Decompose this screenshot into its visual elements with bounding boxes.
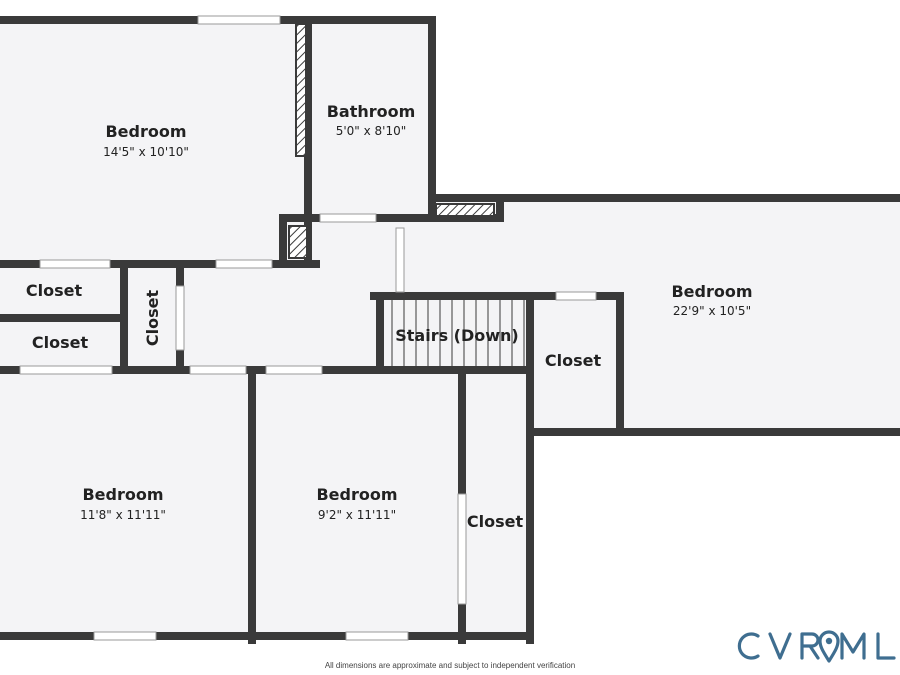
room-bathroom: Bathroom 5'0" x 8'10" <box>327 102 416 138</box>
room-name: Closet <box>32 333 89 352</box>
hatched-chases <box>288 23 495 259</box>
floor-area <box>0 20 900 638</box>
stair-treads <box>391 300 525 366</box>
room-name: Bathroom <box>327 102 416 121</box>
room-bedroom-top-left: Bedroom 14'5" x 10'10" <box>103 122 189 159</box>
room-bedroom-right: Bedroom 22'9" x 10'5" <box>671 282 752 318</box>
room-closet-left-lower: Closet <box>32 333 89 352</box>
room-name: Bedroom <box>316 485 397 504</box>
room-closet-left-upper: Closet <box>26 281 83 300</box>
cvrmls-logo <box>737 630 896 663</box>
room-name: Closet <box>26 281 83 300</box>
room-bedroom-bottom-left: Bedroom 11'8" x 11'11" <box>80 485 166 522</box>
room-name: Bedroom <box>105 122 186 141</box>
room-closet-vertical: Closet <box>143 290 162 347</box>
room-name: Closet <box>467 512 524 531</box>
map-pin-icon <box>818 630 840 663</box>
room-name: Closet <box>143 290 162 347</box>
room-dimensions: 14'5" x 10'10" <box>103 145 189 159</box>
room-name: Bedroom <box>671 282 752 301</box>
room-dimensions: 22'9" x 10'5" <box>673 304 751 318</box>
room-stairs: Stairs (Down) <box>395 326 519 345</box>
room-dimensions: 9'2" x 11'11" <box>318 508 396 522</box>
room-name: Stairs (Down) <box>395 326 519 345</box>
openings <box>19 15 597 641</box>
room-closet-right: Closet <box>545 351 602 370</box>
room-bedroom-bottom-middle: Bedroom 9'2" x 11'11" <box>316 485 397 522</box>
room-name: Bedroom <box>82 485 163 504</box>
room-dimensions: 11'8" x 11'11" <box>80 508 166 522</box>
disclaimer-text: All dimensions are approximate and subje… <box>324 661 576 670</box>
room-name: Closet <box>545 351 602 370</box>
room-dimensions: 5'0" x 8'10" <box>336 124 407 138</box>
room-closet-bottom: Closet <box>467 512 524 531</box>
